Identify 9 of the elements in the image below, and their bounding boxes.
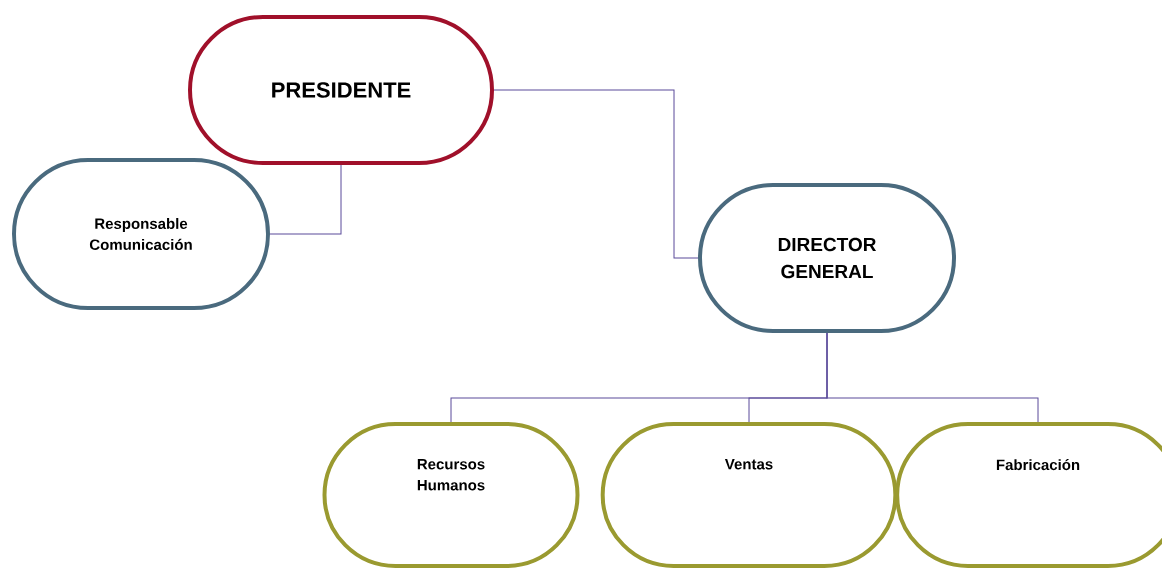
connector-line: [826, 332, 1039, 423]
connector-line: [269, 164, 342, 235]
rounded-box: PRESIDENTE: [188, 15, 494, 165]
rounded-box: Responsable Comunicación: [12, 158, 270, 310]
rounded-box: DIRECTOR GENERAL: [698, 183, 956, 333]
rounded-box: Ventas: [600, 422, 898, 568]
rounded-box: Recursos Humanos: [322, 422, 580, 568]
rounded-box: Fabricación: [895, 422, 1162, 568]
connector-line: [493, 89, 699, 259]
